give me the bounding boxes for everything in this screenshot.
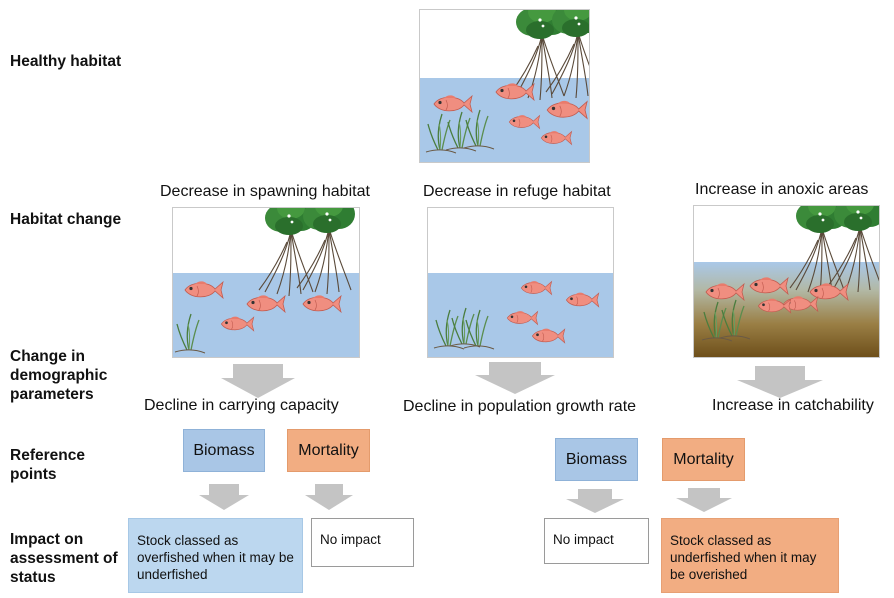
- healthy-habitat-illustration: [419, 9, 590, 163]
- impact-box-underfished: Stock classed as underfished when it may…: [661, 518, 839, 593]
- down-arrow-2: [475, 362, 555, 394]
- impact-box-no-impact-right: No impact: [544, 518, 649, 564]
- caption-carrying-capacity: Decline in carrying capacity: [144, 397, 339, 414]
- impact-box-no-impact-left: No impact: [311, 518, 414, 567]
- refuge-habitat-illustration: [427, 207, 614, 358]
- impact-box-overfished: Stock classed as overfished when it may …: [128, 518, 303, 593]
- down-arrow-3: [737, 366, 823, 398]
- down-arrow-biomass-left: [199, 484, 249, 510]
- anoxic-areas-illustration: [693, 205, 880, 358]
- mortality-box-left: Mortality: [287, 429, 370, 472]
- row-label-demographic: Change in demographic parameters: [10, 348, 108, 403]
- spawning-habitat-illustration: [172, 207, 360, 358]
- down-arrow-mortality-left: [305, 484, 353, 510]
- caption-population-growth-rate: Decline in population growth rate: [403, 398, 637, 415]
- row-label-healthy-habitat: Healthy habitat: [10, 53, 122, 70]
- mortality-box-right: Mortality: [662, 438, 745, 481]
- biomass-box-right: Biomass: [555, 438, 638, 481]
- row-label-impact: Impact on assessment of status: [10, 531, 118, 586]
- row-label-habitat-change: Habitat change: [10, 211, 122, 228]
- biomass-box-left: Biomass: [183, 429, 265, 472]
- down-arrow-mortality-right: [676, 488, 732, 512]
- down-arrow-biomass-right: [566, 489, 624, 513]
- caption-refuge-habitat: Decrease in refuge habitat: [423, 183, 611, 200]
- caption-spawning-habitat: Decrease in spawning habitat: [160, 183, 370, 200]
- down-arrow-1: [221, 364, 295, 398]
- row-label-reference-points: Reference points: [10, 447, 85, 483]
- caption-catchability: Increase in catchability: [712, 397, 874, 414]
- caption-anoxic-areas: Increase in anoxic areas: [695, 181, 869, 198]
